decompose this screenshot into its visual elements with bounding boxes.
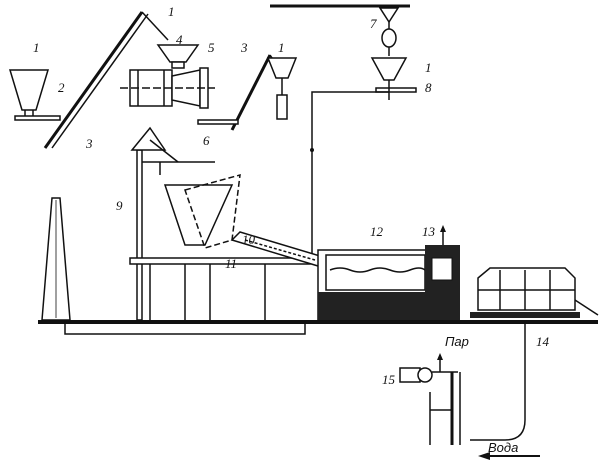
- label-1a: 1: [33, 40, 40, 55]
- water-arrow: [478, 452, 490, 460]
- pump-15: [399, 353, 461, 445]
- label-7: 7: [370, 16, 377, 31]
- label-10: 10: [242, 232, 256, 247]
- charger-9: [129, 126, 311, 321]
- furnace-12: [317, 225, 460, 321]
- label-1b: 1: [168, 4, 175, 19]
- lehr-cart-14: [470, 267, 599, 318]
- label-12: 12: [370, 224, 384, 239]
- conveyor-3a: [43, 11, 169, 149]
- label-15: 15: [382, 372, 396, 387]
- mixer-5: [120, 67, 215, 109]
- label-2: 2: [58, 80, 65, 95]
- label-11: 11: [225, 256, 237, 271]
- conveyor-3b: [197, 54, 283, 131]
- label-4: 4: [176, 32, 183, 47]
- label-8: 8: [425, 80, 432, 95]
- steam-label: Пар: [445, 334, 469, 349]
- label-3b: 3: [240, 40, 248, 55]
- label-1d: 1: [425, 60, 432, 75]
- water-pipe: [470, 322, 526, 441]
- hopper-1a: [8, 69, 61, 121]
- label-3a: 3: [85, 136, 93, 151]
- hopper-1d: [370, 57, 417, 100]
- label-9: 9: [116, 198, 123, 213]
- ground-floor: [38, 320, 598, 335]
- hoist-7: [270, 4, 410, 56]
- label-5: 5: [208, 40, 215, 55]
- hopper-1c: [266, 57, 298, 120]
- hopper-1b: [156, 44, 200, 69]
- bucket-10: [163, 173, 241, 249]
- label-13: 13: [422, 224, 436, 239]
- water-label: Вода: [488, 440, 518, 455]
- label-1c: 1: [278, 40, 285, 55]
- label-14: 14: [536, 334, 550, 349]
- label-6: 6: [203, 133, 210, 148]
- batch-pipe: [311, 91, 389, 255]
